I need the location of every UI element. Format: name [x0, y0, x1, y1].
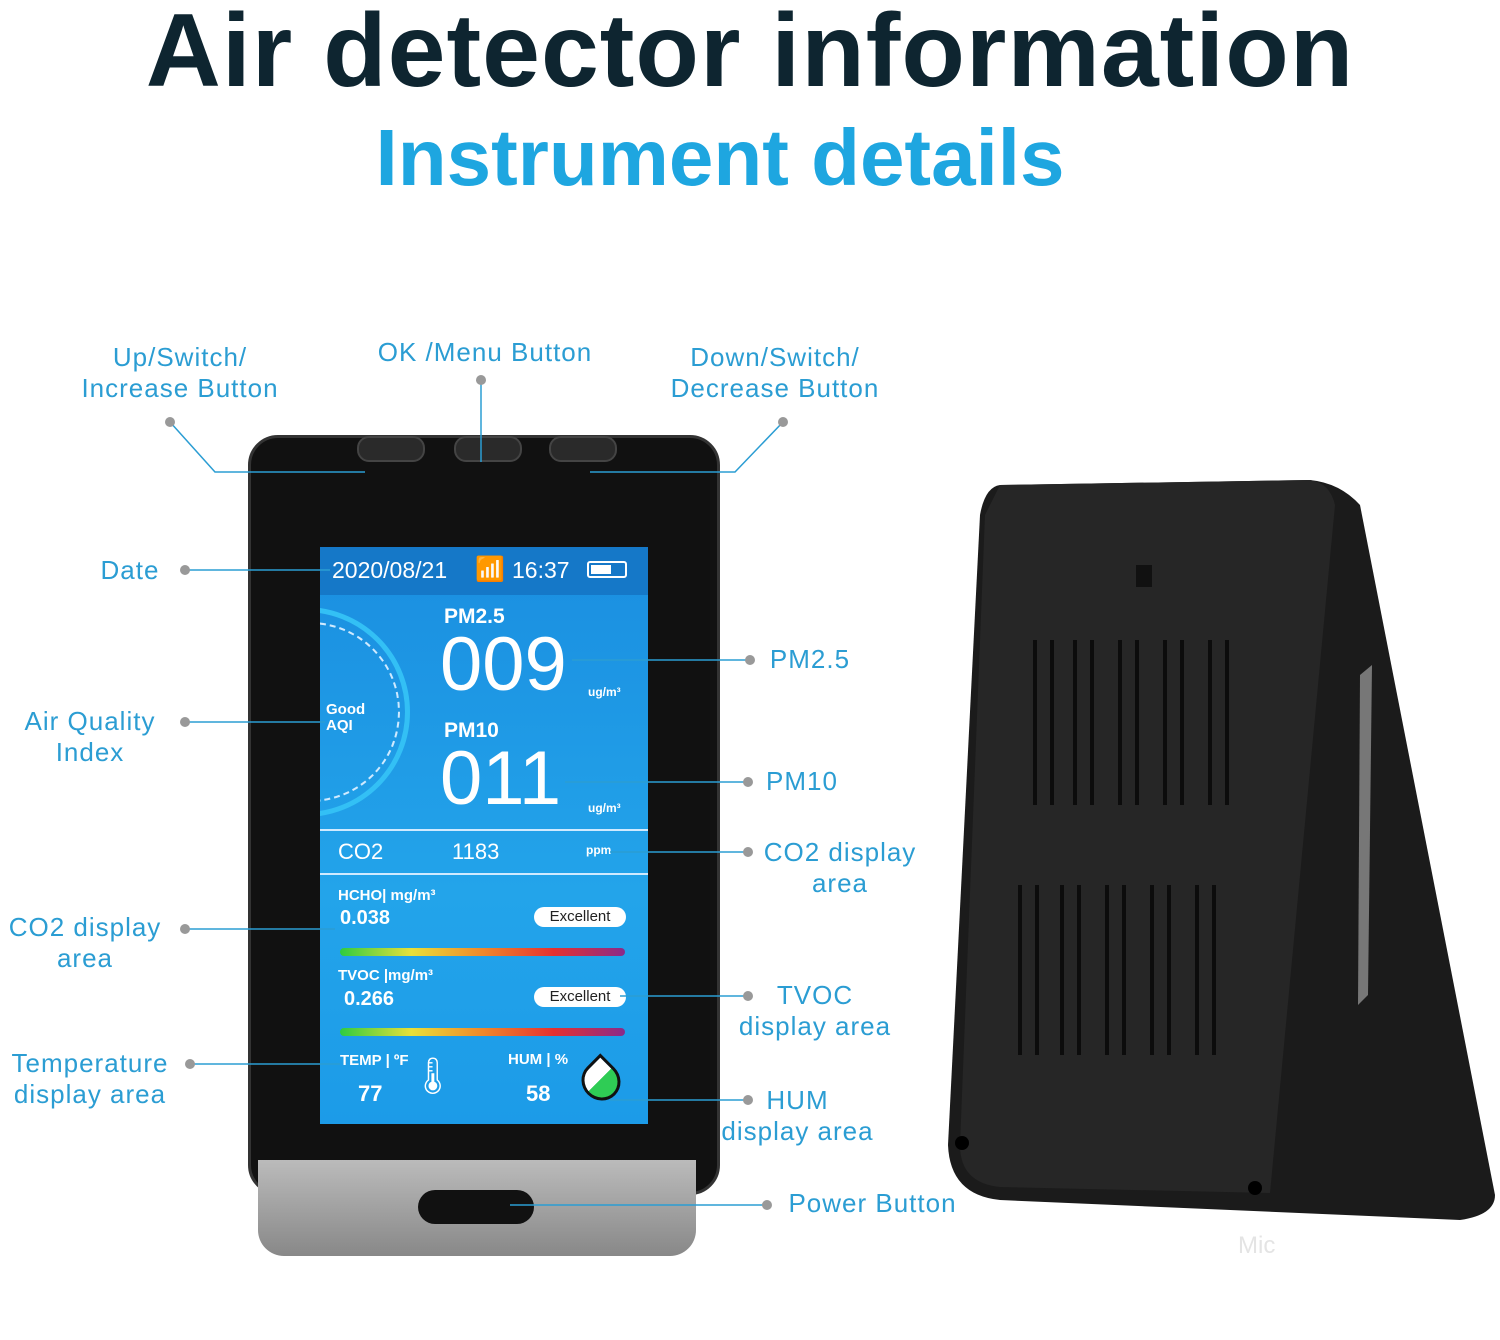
aqi-status: Good AQI — [326, 701, 366, 734]
co2-label: CO2 — [338, 839, 384, 864]
down-button[interactable] — [549, 436, 617, 462]
hcho-status-badge: Excellent — [534, 907, 626, 927]
tvoc-scale-bar — [340, 1028, 625, 1036]
label-co2-right: CO2 display area — [763, 837, 917, 898]
pm10-value: 011 — [440, 736, 562, 821]
pm25-label: PM2.5 — [444, 605, 505, 628]
wifi-icon: 📶 — [475, 556, 505, 583]
temp-label: TEMP | ºF — [340, 1052, 409, 1069]
label-up-button: Up/Switch/ Increase Button — [81, 342, 279, 403]
label-hum: HUM display area — [721, 1085, 874, 1146]
device-screen: 2020/08/21 📶 16:37 Good AQI PM2.5 009 ug… — [320, 547, 648, 1124]
co2-value: 1183 — [452, 839, 500, 864]
tvoc-value: 0.266 — [344, 988, 395, 1010]
label-power-button: Power Button — [788, 1188, 957, 1218]
label-ok-button: OK /Menu Button — [377, 337, 593, 367]
battery-icon — [587, 561, 627, 578]
power-button[interactable] — [418, 1190, 534, 1224]
pm10-unit: ug/m³ — [588, 801, 621, 815]
hum-value: 58 — [526, 1081, 551, 1106]
page-subtitle: Instrument details — [375, 113, 1065, 202]
label-pm10: PM10 — [766, 766, 838, 796]
temp-value: 77 — [358, 1081, 383, 1106]
label-temperature: Temperature display area — [11, 1048, 169, 1109]
ok-menu-button[interactable] — [454, 436, 522, 462]
label-aqi: Air Quality Index — [24, 706, 156, 767]
label-co2-left: CO2 display area — [8, 912, 162, 973]
pm25-value: 009 — [440, 622, 567, 707]
tvoc-label: TVOC |mg/m³ — [338, 967, 434, 984]
screen-date: 2020/08/21 — [332, 557, 448, 583]
watermark: Mic — [1238, 1232, 1276, 1259]
hcho-scale-bar — [340, 948, 625, 956]
co2-unit: ppm — [586, 843, 612, 857]
up-button[interactable] — [357, 436, 425, 462]
tvoc-status-badge: Excellent — [534, 987, 626, 1007]
vent-grille-top — [1033, 640, 1229, 805]
hcho-value: 0.038 — [340, 907, 391, 929]
air-detector-back — [948, 480, 1495, 1220]
hum-label: HUM | % — [508, 1051, 569, 1068]
label-pm25: PM2.5 — [769, 644, 851, 674]
label-down-button: Down/Switch/ Decrease Button — [670, 342, 880, 403]
label-date: Date — [100, 555, 160, 585]
thermometer-icon: 🌡 — [410, 1055, 456, 1096]
hcho-label: HCHO| mg/m³ — [338, 887, 436, 904]
vent-grille-bottom — [1018, 885, 1216, 1055]
pm25-unit: ug/m³ — [588, 685, 621, 699]
page-title: Air detector information — [145, 0, 1355, 109]
label-tvoc: TVOC display area — [738, 980, 892, 1041]
pm10-label: PM10 — [444, 719, 499, 742]
screen-time: 16:37 — [512, 557, 570, 583]
